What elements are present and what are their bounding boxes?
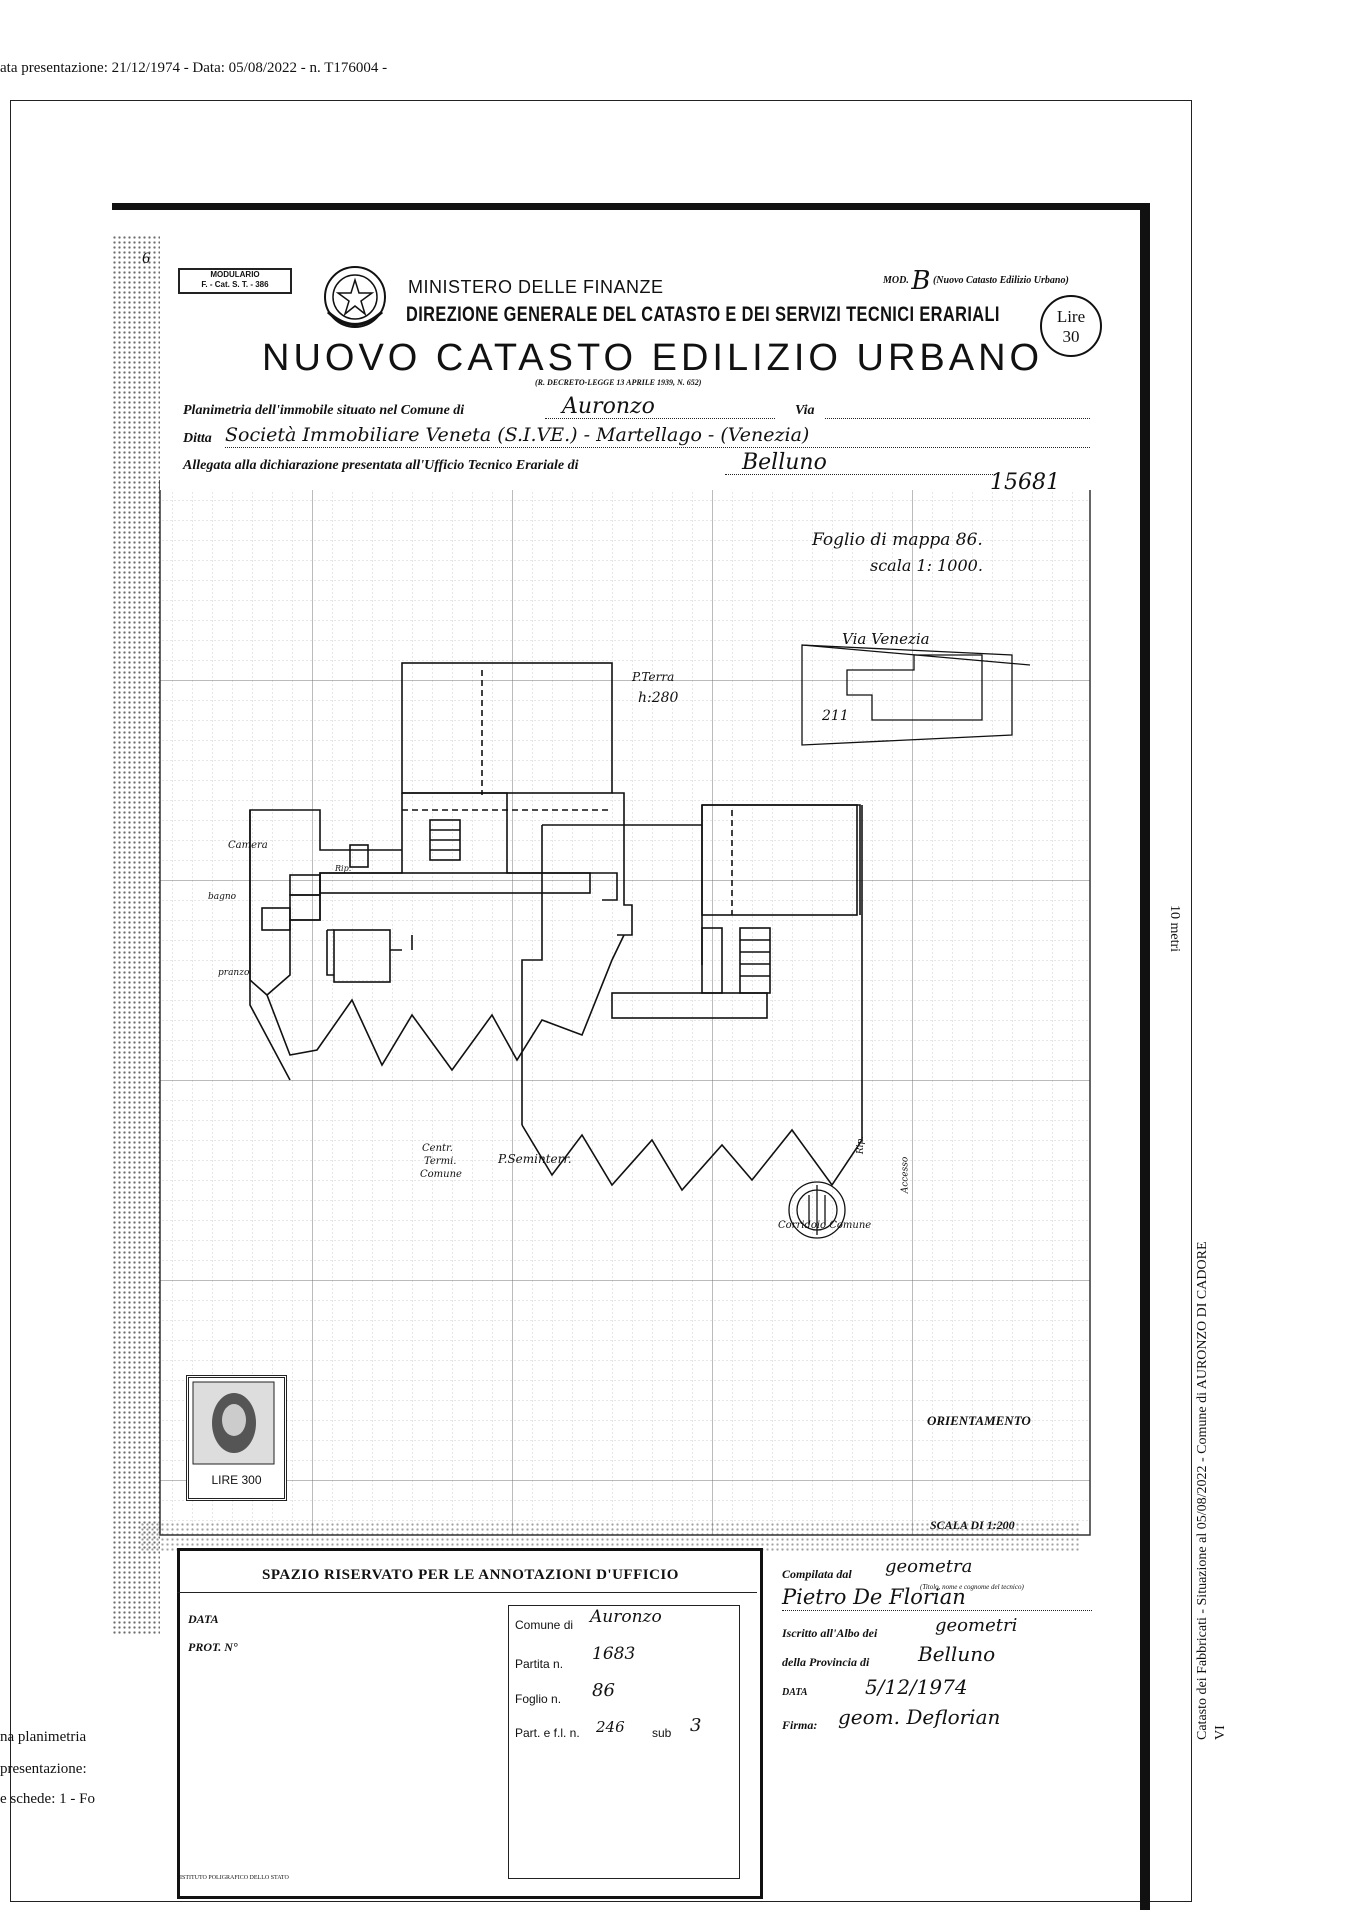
- vertical-status-text: Catasto dei Fabbricati - Situazione al 0…: [1195, 1242, 1211, 1741]
- ufficio-underline: [725, 474, 995, 475]
- planimetria-label: Planimetria dell'immobile situato nel Co…: [183, 403, 465, 418]
- mod-prefix: MOD.: [883, 275, 909, 286]
- office-foglio-label: Foglio n.: [515, 1692, 562, 1706]
- compiler-name: Pietro De Florian: [782, 1585, 966, 1609]
- office-sub-label: sub: [652, 1726, 672, 1740]
- office-sub-value: 3: [690, 1715, 702, 1736]
- basement-plan: [326, 804, 863, 1192]
- catasto-title: NUOVO CATASTO EDILIZIO URBANO: [262, 337, 1044, 379]
- via-label: Via: [795, 403, 815, 418]
- map-inset: [801, 644, 1031, 746]
- office-comune-label: Comune di: [515, 1618, 574, 1632]
- provincia-value: Belluno: [918, 1642, 996, 1666]
- vertical-sub-line: VI: [1213, 1725, 1228, 1740]
- accesso-label: Accesso: [900, 1156, 911, 1194]
- modulario-sub: F. - Cat. S. T. - 386: [201, 280, 269, 289]
- p-terra-label: P.Terra: [632, 670, 675, 684]
- office-part-label: Part. e f.l. n.: [515, 1726, 580, 1740]
- corridoio-label: Corridoio Comune: [778, 1220, 872, 1231]
- centr-label: Centr.: [422, 1143, 453, 1154]
- ten-metri-text: 10 metri: [1167, 905, 1182, 953]
- office-prot-label: PROT. N°: [188, 1640, 238, 1654]
- footer-fragment-2: presentazione:: [0, 1761, 87, 1777]
- office-foglio-value: 86: [592, 1680, 615, 1701]
- document-page: [112, 203, 1150, 1910]
- outer-frame: [10, 100, 1192, 1902]
- office-annotation-box: [177, 1548, 763, 1899]
- parcel-number: 211: [822, 708, 849, 724]
- iscritto-value: geometri: [935, 1615, 1018, 1636]
- compilata-label: Compilata dal: [782, 1567, 852, 1581]
- compiler-data-value: 5/12/1974: [865, 1675, 968, 1699]
- office-partita-label: Partita n.: [515, 1657, 564, 1671]
- comune-underline: [545, 418, 775, 419]
- compiler-data-label: DATA: [782, 1687, 808, 1698]
- lire-value: 30: [1062, 327, 1080, 346]
- protocol-number: 15681: [990, 470, 1060, 495]
- revenue-stamp: LIRE 300: [186, 1375, 287, 1501]
- ditta-label: Ditta: [183, 431, 212, 446]
- termica-label: Termi.: [424, 1156, 457, 1167]
- rip-label: Rip.: [335, 864, 352, 873]
- north-compass-icon: [788, 1181, 846, 1239]
- iscritto-label: Iscritto all'Albo dei: [782, 1626, 878, 1640]
- vertical-status-line: Catasto dei Fabbricati - Situazione al 0…: [1195, 1241, 1210, 1741]
- mod-label: MOD. B (Nuovo Catasto Edilizio Urbano): [883, 266, 1069, 296]
- form-header: [160, 225, 1100, 490]
- ripostiglio-label: Rip.: [856, 1135, 867, 1155]
- ditta-underline: [225, 447, 1090, 448]
- p-seminterr-label: P.Seminterr.: [498, 1152, 572, 1166]
- compilata-value: geometra: [885, 1556, 973, 1577]
- provincia-label: della Provincia di: [782, 1655, 870, 1669]
- via-venezia-label: Via Venezia: [842, 630, 930, 648]
- bagno-label: bagno: [208, 892, 237, 902]
- republic-emblem-icon: [324, 266, 386, 328]
- office-data-label: DATA: [188, 1612, 219, 1626]
- modulario-label: MODULARIO: [210, 270, 260, 279]
- mod-letter: B: [911, 266, 931, 296]
- lire-stamp: Lire 30: [1040, 295, 1102, 357]
- stamp-value: LIRE 300: [211, 1473, 262, 1487]
- dotted-strip: [112, 235, 160, 1635]
- ten-metri-label: 10 metri: [1166, 905, 1182, 952]
- firma-signature: geom. Deflorian: [838, 1705, 1001, 1729]
- ground-floor-plan: [249, 662, 633, 1081]
- mod-suffix: (Nuovo Catasto Edilizio Urbano): [932, 275, 1069, 286]
- office-partita-value: 1683: [592, 1644, 636, 1664]
- vertical-sub-text: VI: [1213, 1725, 1229, 1740]
- compiler-underline: [782, 1610, 1092, 1611]
- scala-label: SCALA DI 1:200: [930, 1518, 1015, 1532]
- floor-plan-drawing: [159, 480, 1091, 1536]
- ufficio-value: Belluno: [742, 450, 827, 475]
- foglio-mappa-label: Foglio di mappa 86.: [812, 530, 983, 550]
- ministry-name: MINISTERO DELLE FINANZE: [408, 277, 664, 297]
- firma-label: Firma:: [782, 1718, 818, 1732]
- comune-value: Auronzo: [562, 394, 655, 419]
- comune-plan-label: Comune: [420, 1169, 462, 1180]
- orientamento-label: ORIENTAMENTO: [927, 1413, 1031, 1428]
- pranzo-label: pranzo: [218, 968, 250, 978]
- ditta-value: Società Immobiliare Veneta (S.I.VE.) - M…: [225, 424, 810, 446]
- footer-fragment-3: e schede: 1 - Fo: [0, 1791, 95, 1807]
- via-underline: [825, 418, 1090, 419]
- office-comune-value: Auronzo: [590, 1607, 662, 1627]
- office-inner-box: [508, 1605, 740, 1879]
- scala-mappa-label: scala 1: 1000.: [870, 556, 983, 575]
- camera-label: Camera: [228, 840, 268, 851]
- titolo-hint: (Titolo, nome e cognome del tecnico): [920, 1583, 1024, 1591]
- direzione-title: DIREZIONE GENERALE DEL CATASTO E DEI SER…: [406, 303, 1000, 326]
- office-title-rule: [177, 1592, 757, 1593]
- lire-label: Lire: [1056, 307, 1086, 326]
- modulario-box: MODULARIO F. - Cat. S. T. - 386: [178, 268, 292, 294]
- office-title: SPAZIO RISERVATO PER LE ANNOTAZIONI D'UF…: [262, 1567, 679, 1583]
- printer-credit: ISTITUTO POLIGRAFICO DELLO STATO: [180, 1875, 289, 1881]
- page-number: 6: [142, 250, 150, 267]
- decreto-line: (R. DECRETO-LEGGE 13 APRILE 1939, N. 652…: [535, 378, 702, 387]
- height-label: h:280: [638, 690, 679, 706]
- office-part-value: 246: [596, 1718, 625, 1736]
- stamp-portrait-icon: [192, 1381, 275, 1465]
- allegata-label: Allegata alla dichiarazione presentata a…: [183, 458, 579, 473]
- footer-fragment-1: na planimetria: [0, 1729, 87, 1745]
- document-meta-line: ata presentazione: 21/12/1974 - Data: 05…: [0, 60, 388, 76]
